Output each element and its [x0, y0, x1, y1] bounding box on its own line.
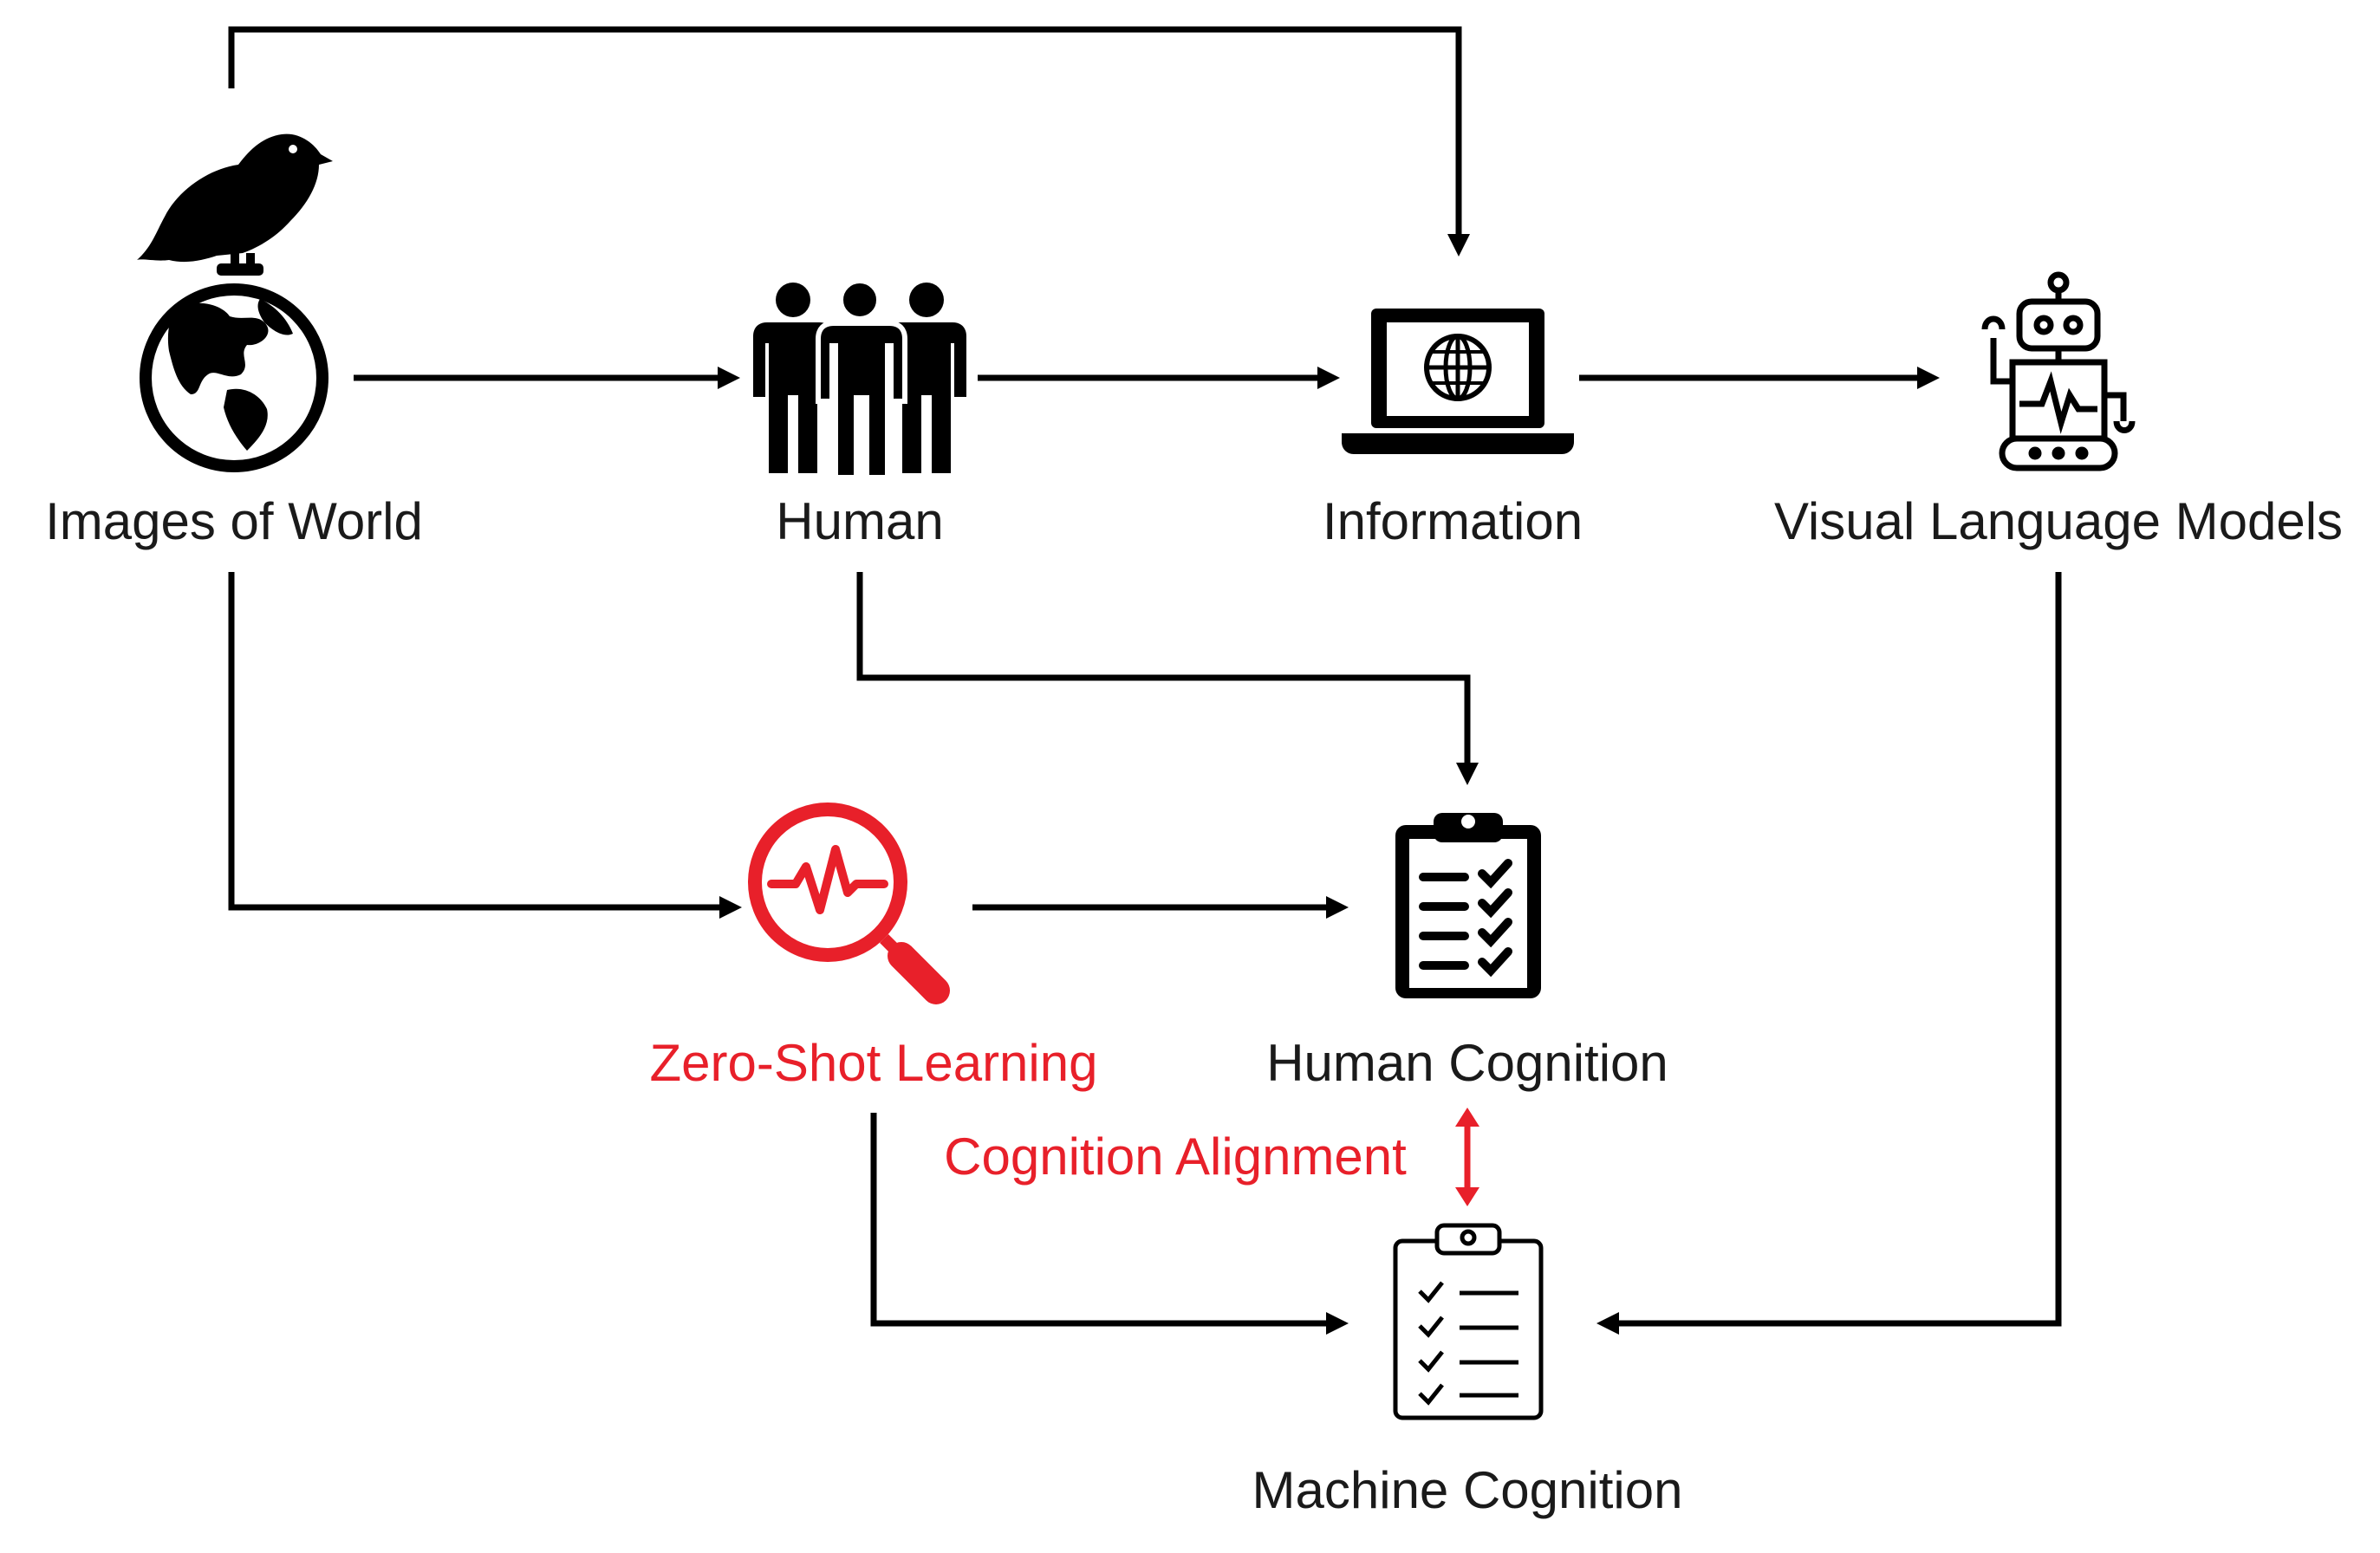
- information-label: Information: [1322, 492, 1583, 550]
- alignment-double-arrow: [1455, 1108, 1479, 1206]
- arrow-vlm-to-machine-cognition: [1619, 572, 2062, 1327]
- connectors: [228, 26, 2062, 1327]
- arrow-human-to-human-cognition: [856, 572, 1471, 763]
- arrow-world-to-information: [228, 26, 1462, 234]
- human-cognition-label: Human Cognition: [1266, 1034, 1668, 1092]
- arrowhead: [1326, 896, 1349, 919]
- arrowhead: [1917, 367, 1940, 389]
- vlm-label: Visual Language Models: [1773, 492, 2344, 550]
- arrow-zsl-to-machine-cognition: [870, 1113, 1326, 1327]
- magnifier-pulse-icon: [748, 802, 950, 1004]
- arrow-world-to-zsl: [228, 572, 719, 911]
- arrowhead: [1326, 1312, 1349, 1335]
- people-group-icon: [753, 278, 966, 480]
- cognition-alignment-label: Cognition Alignment: [944, 1127, 1407, 1186]
- arrowheads: [718, 234, 1940, 1335]
- arrowhead: [718, 367, 740, 389]
- arrowhead: [1317, 367, 1340, 389]
- machine-cognition-label: Machine Cognition: [1252, 1461, 1683, 1519]
- arrowhead: [1447, 234, 1470, 257]
- zero-shot-learning-label: Zero-Shot Learning: [649, 1034, 1098, 1092]
- images-of-world-label: Images of World: [45, 492, 423, 550]
- arrowhead: [1596, 1312, 1619, 1335]
- clipboard-checklist-filled-icon: [1395, 813, 1541, 998]
- human-label: Human: [776, 492, 944, 550]
- bird-on-globe-icon: [137, 133, 333, 472]
- arrowhead: [719, 896, 742, 919]
- arrowhead: [1456, 763, 1479, 785]
- laptop-globe-icon: [1342, 309, 1574, 454]
- robot-icon: [1981, 271, 2136, 471]
- clipboard-checklist-outline-icon: [1393, 1223, 1544, 1420]
